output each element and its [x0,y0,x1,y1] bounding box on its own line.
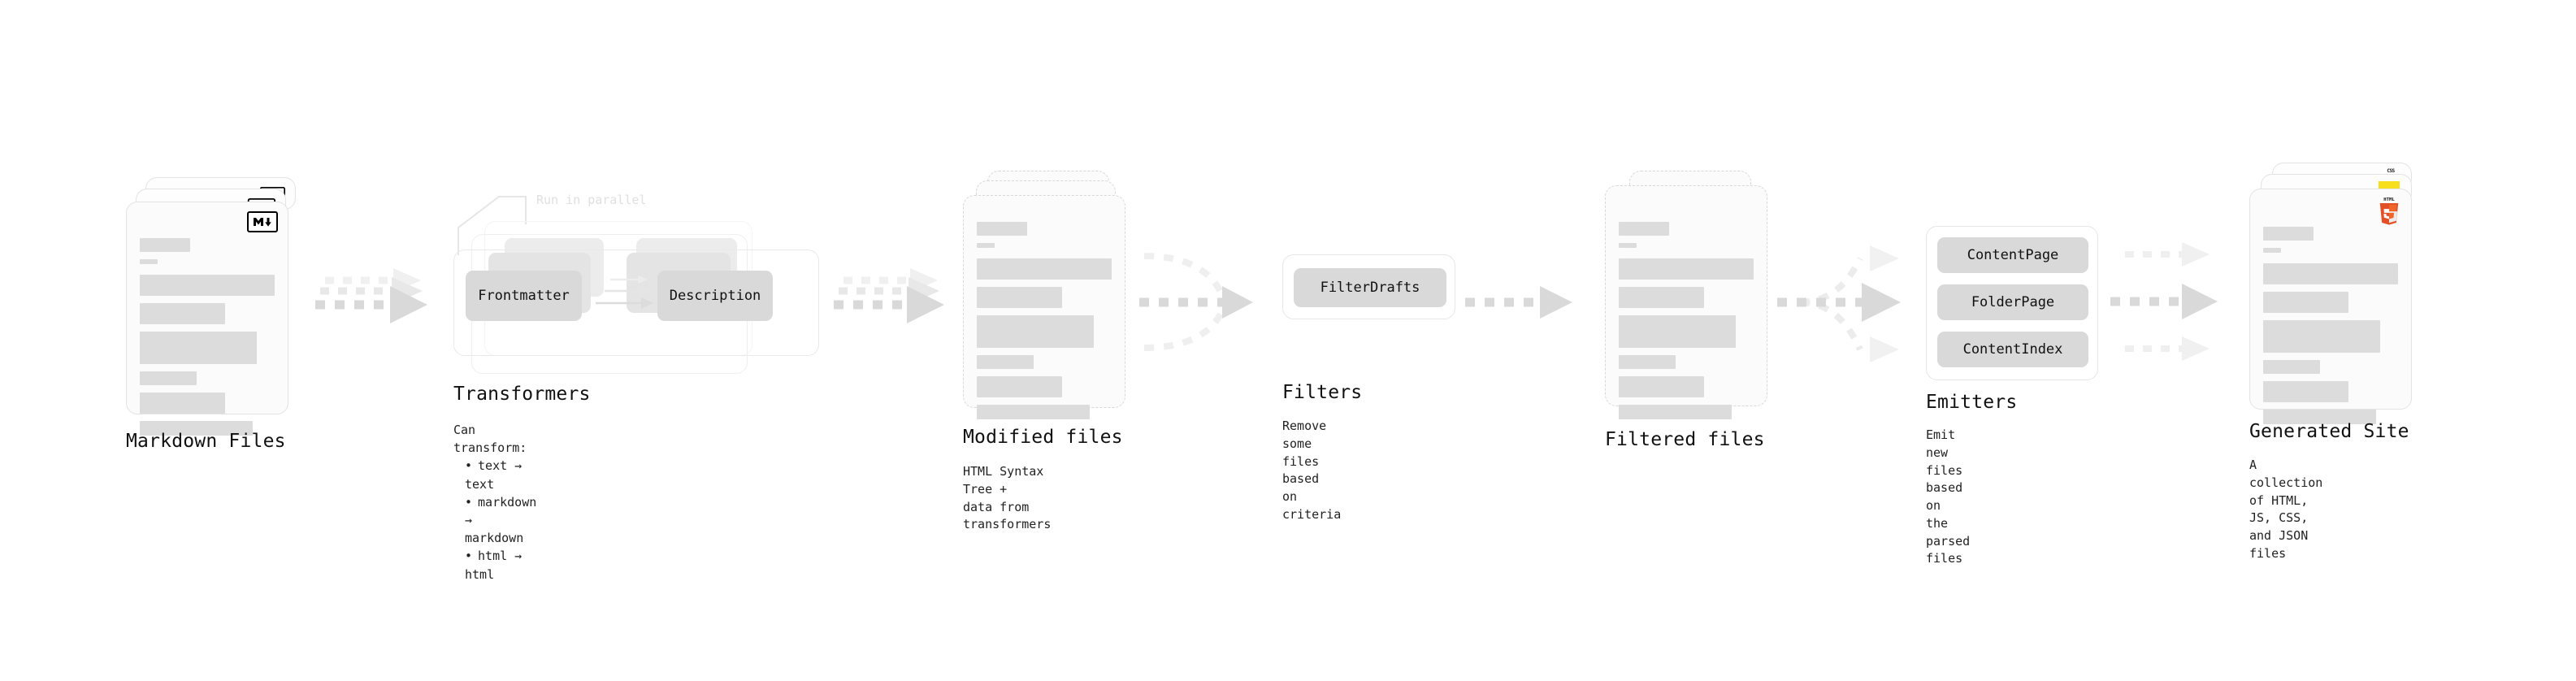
site-card-front: HTML [2249,189,2412,424]
conn-modified-to-filters [1139,253,1253,351]
skeleton-bar [1619,258,1754,280]
modified-card-front [963,195,1125,419]
skeleton-bar [1619,287,1704,308]
stage-title-markdown-files: Markdown Files [126,431,286,452]
html5-badge: HTML [2377,196,2401,225]
filtered-card-skeleton [1619,222,1754,427]
conn-filters-to-filtered [1465,286,1572,319]
stage-desc-emitters: Emit new files based on the parsed files [1926,427,1971,566]
chip-frontmatter[interactable]: Frontmatter [466,271,582,321]
chip-contentindex[interactable]: ContentIndex [1937,332,2088,367]
skeleton-bar [1619,315,1737,348]
skeleton-bar [140,275,275,296]
css-badge-label: CSS [2387,168,2395,174]
conn-emitters-to-site [2110,242,2218,361]
skeleton-bar [1619,405,1733,419]
emitters-box[interactable]: ContentPage FolderPage ContentIndex [1926,226,2098,380]
bullets-header: Can transform: [453,423,527,456]
skeleton-bar [140,371,197,385]
skeleton-bar [140,303,225,324]
arrow-head-main [1862,283,1901,322]
skeleton-bar [2263,360,2320,374]
inner-arrow-faded [610,275,648,284]
skeleton-bar [977,315,1095,348]
dashed-arrow-middle [2110,284,2218,319]
inner-arrow-main [596,297,653,309]
filtered-card-front [1605,185,1767,419]
dashed-arrow-top [2125,242,2210,267]
stage-title-modified-files: Modified files [963,427,1123,448]
bullet-item: html → html [453,547,536,583]
site-card-skeleton [2263,227,2398,432]
skeleton-bar [140,393,225,414]
skeleton-bar [2263,292,2348,313]
dashed-arrow-main [315,286,427,323]
skeleton-bar [140,421,254,436]
skeleton-bar [977,258,1112,280]
arrow-head [1540,286,1572,319]
skeleton-bar [140,259,158,264]
stage-desc-filters: Remove some files based on criteria [1282,419,1342,522]
split-curve-bottom [1799,299,1863,351]
split-curve-top [1799,257,1863,306]
transformers-box[interactable]: Frontmatter Description [453,249,819,356]
arrow-head [1222,286,1253,319]
markdown-badge [247,211,278,232]
skeleton-bar [1619,243,1637,248]
markdown-glyph-icon [254,218,271,227]
skeleton-bar [977,405,1091,419]
skeleton-bar [977,355,1034,369]
merge-curve-top [1143,253,1227,301]
bullet-item: text → text [453,457,536,492]
skeleton-bar [977,376,1062,397]
stage-title-filters: Filters [1282,382,1363,403]
dashed-arrow-bottom [2125,336,2210,361]
skeleton-bar [1619,355,1676,369]
svg-text:HTML: HTML [2383,197,2395,202]
skeleton-bar [1619,222,1669,236]
transformers-bullet-list: Can transform: text → text markdown → ma… [453,421,536,583]
merge-curve-bottom [1143,306,1227,351]
conn-transformers-to-modified [834,268,944,323]
stage-title-filtered-files: Filtered files [1605,429,1765,450]
chip-folderpage[interactable]: FolderPage [1937,284,2088,320]
markdown-card-skeleton [140,238,275,443]
conn-md-to-transformers [315,268,427,323]
stage-title-generated-site: Generated Site [2249,421,2409,442]
arrow-head-bottom [1870,336,1899,362]
skeleton-bar [2263,227,2314,241]
stage-title-emitters: Emitters [1926,392,2018,413]
run-in-parallel-label: Run in parallel [536,193,647,207]
skeleton-bar [1619,376,1704,397]
skeleton-bar [140,238,190,252]
skeleton-bar [2263,263,2398,284]
filters-box[interactable]: FilterDrafts [1282,254,1455,319]
skeleton-bar [2263,410,2377,424]
inner-arrow-mid [605,286,650,296]
skeleton-bar [977,243,995,248]
stage-title-transformers: Transformers [453,384,591,405]
dashed-arrow-main [834,286,944,323]
stage-desc-generated-site: A collection of HTML, JS, CSS, and JSON … [2249,458,2323,561]
chip-filterdrafts[interactable]: FilterDrafts [1294,268,1446,307]
skeleton-bar [977,222,1027,236]
skeleton-bar [140,332,258,364]
transformer-inner-arrows [596,275,653,309]
skeleton-bar [977,287,1062,308]
run-in-parallel-bracket-icon [458,196,527,255]
skeleton-bar [2263,248,2281,253]
chip-contentpage[interactable]: ContentPage [1937,237,2088,273]
modified-card-skeleton [977,222,1112,427]
skeleton-bar [2263,320,2381,353]
html5-icon: HTML [2379,197,2399,225]
conn-filtered-to-emitters [1777,245,1901,362]
skeleton-bar [2263,381,2348,402]
bullet-item: markdown → markdown [453,493,536,548]
chip-description[interactable]: Description [657,271,773,321]
stage-desc-modified-files: HTML Syntax Tree + data from transformer… [963,464,1052,532]
markdown-card-front [126,202,288,436]
arrow-head-top [1870,245,1899,271]
